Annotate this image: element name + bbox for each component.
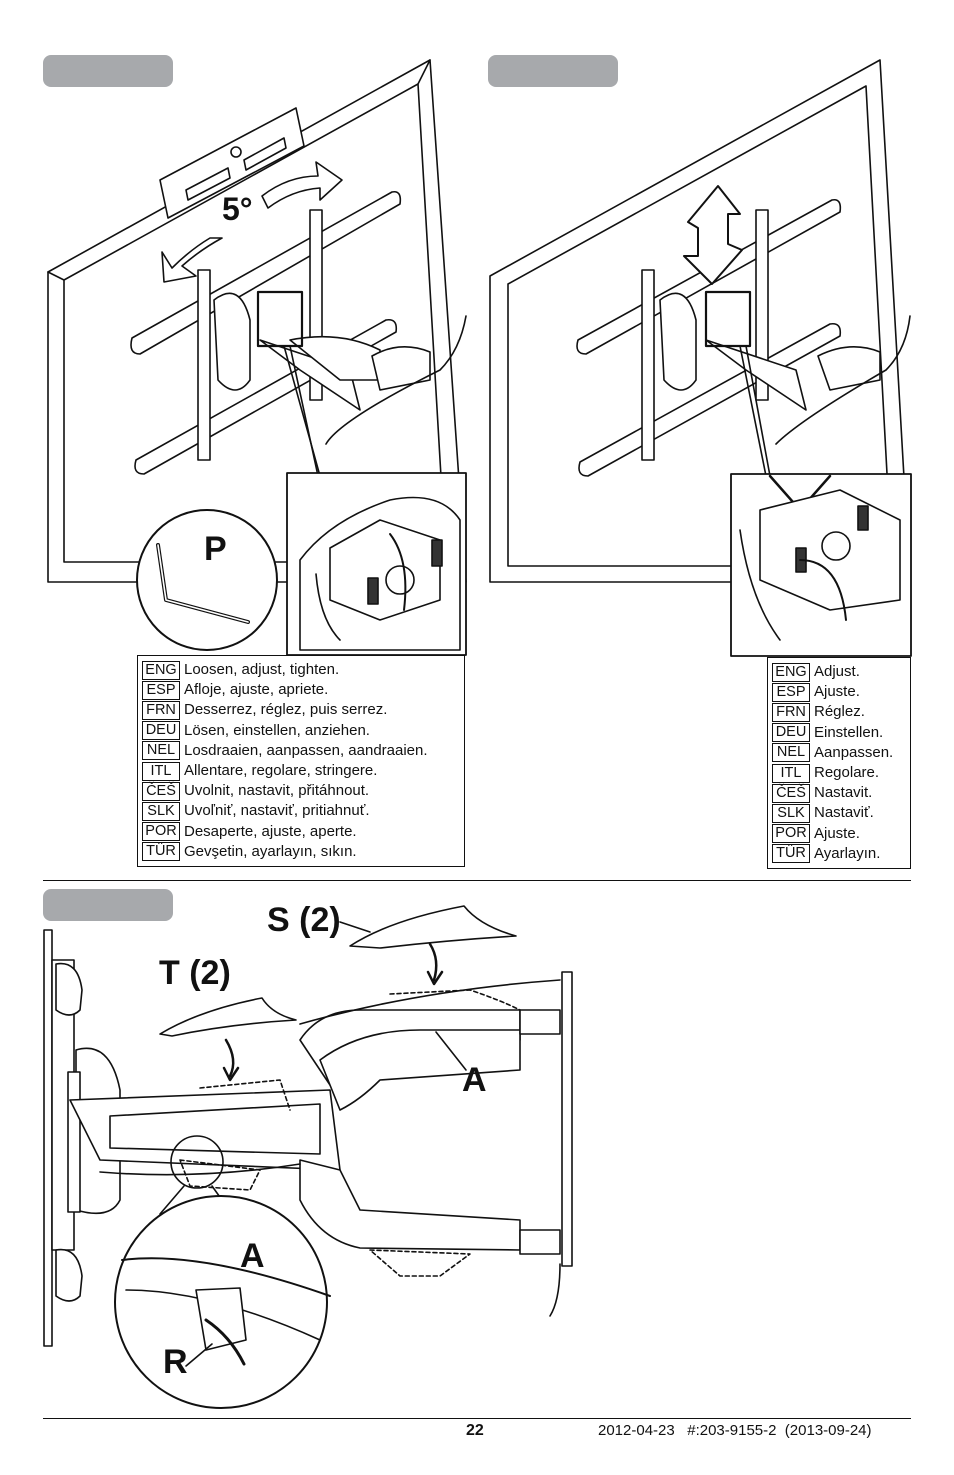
part-r-label: R [163, 1343, 188, 1381]
angle-label: 5° [222, 191, 253, 227]
lang-text: Nastaviť. [814, 804, 874, 822]
footer-divider [43, 1418, 911, 1419]
lang-code: ESP [142, 680, 180, 700]
lang-code: SLK [772, 803, 810, 823]
lang-code: TÜR [142, 842, 180, 862]
cable-cover-t [159, 997, 297, 1037]
lang-code: POR [142, 822, 180, 842]
lang-text: Lösen, einstellen, anziehen. [184, 721, 370, 739]
step-pill-2 [488, 55, 618, 87]
lang-text: Loosen, adjust, tighten. [184, 661, 340, 679]
callout-box-step1 [256, 290, 304, 348]
lang-code: ČEŠ [142, 781, 180, 801]
part-t-label: T (2) [159, 954, 231, 992]
lang-code: ITL [142, 761, 180, 781]
step-pill-1 [43, 55, 173, 87]
doc-info: 2012-04-23 #:203-9155-2 (2013-09-24) [598, 1422, 872, 1439]
rotate-right-arrow [261, 161, 343, 209]
lang-text: Desserrez, réglez, puis serrez. [184, 701, 388, 719]
cable-cover-s [349, 905, 517, 949]
callout-box-step2 [704, 290, 752, 348]
lang-code: SLK [142, 801, 180, 821]
lang-text: Nastavit. [814, 784, 873, 802]
lang-text: Afloje, ajuste, apriete. [184, 681, 329, 699]
lang-code: FRN [772, 702, 810, 722]
lang-code: NEL [772, 743, 810, 763]
lang-code: ČEŠ [772, 783, 810, 803]
lang-code: POR [772, 824, 810, 844]
section-divider [43, 880, 911, 881]
mount-rails-step1 [130, 190, 467, 475]
lang-code: ESP [772, 682, 810, 702]
part-s-label: S (2) [267, 901, 341, 939]
lang-text: Aanpassen. [814, 743, 894, 761]
level-tool [159, 107, 305, 219]
lang-code: DEU [772, 723, 810, 743]
hex-key-circle [136, 509, 278, 651]
lang-text: Ayarlayın. [814, 844, 881, 862]
lang-text: Desaperte, ajuste, aperte. [184, 822, 357, 840]
part-a-label: A [462, 1061, 487, 1099]
step-pill-3 [43, 889, 173, 921]
lang-text: Ajuste. [814, 683, 860, 701]
lang-code: TÜR [772, 844, 810, 864]
detail-a-label: A [240, 1237, 265, 1275]
lang-text: Gevşetin, ayarlayın, sıkın. [184, 842, 357, 860]
detail-view-step1 [286, 472, 467, 656]
lang-code: ENG [772, 662, 810, 682]
lang-code: FRN [142, 700, 180, 720]
lang-text: Losdraaien, aanpassen, aandraaien. [184, 741, 428, 759]
lang-code: ITL [772, 763, 810, 783]
extension-arm [69, 971, 573, 1317]
lang-code: DEU [142, 721, 180, 741]
lang-text: Réglez. [814, 703, 865, 721]
lang-text: Allentare, regolare, stringere. [184, 762, 378, 780]
detail-view-step2 [730, 473, 912, 657]
lang-text: Adjust. [814, 663, 860, 681]
lang-text: Ajuste. [814, 824, 860, 842]
lang-text: Uvoľniť, nastaviť, pritiahnuť. [184, 802, 370, 820]
lang-code: ENG [142, 660, 180, 680]
part-p-label: P [204, 530, 227, 568]
lang-text: Einstellen. [814, 723, 884, 741]
up-down-arrow [683, 185, 743, 285]
detail-circle-step3 [114, 1195, 331, 1409]
page-number: 22 [466, 1422, 484, 1439]
mount-rails-step2 [576, 198, 911, 477]
rotate-left-arrow [161, 237, 223, 283]
lang-code: NEL [142, 741, 180, 761]
lang-text: Regolare. [814, 764, 880, 782]
lang-text: Uvolnit, nastavit, přitáhnout. [184, 782, 370, 800]
